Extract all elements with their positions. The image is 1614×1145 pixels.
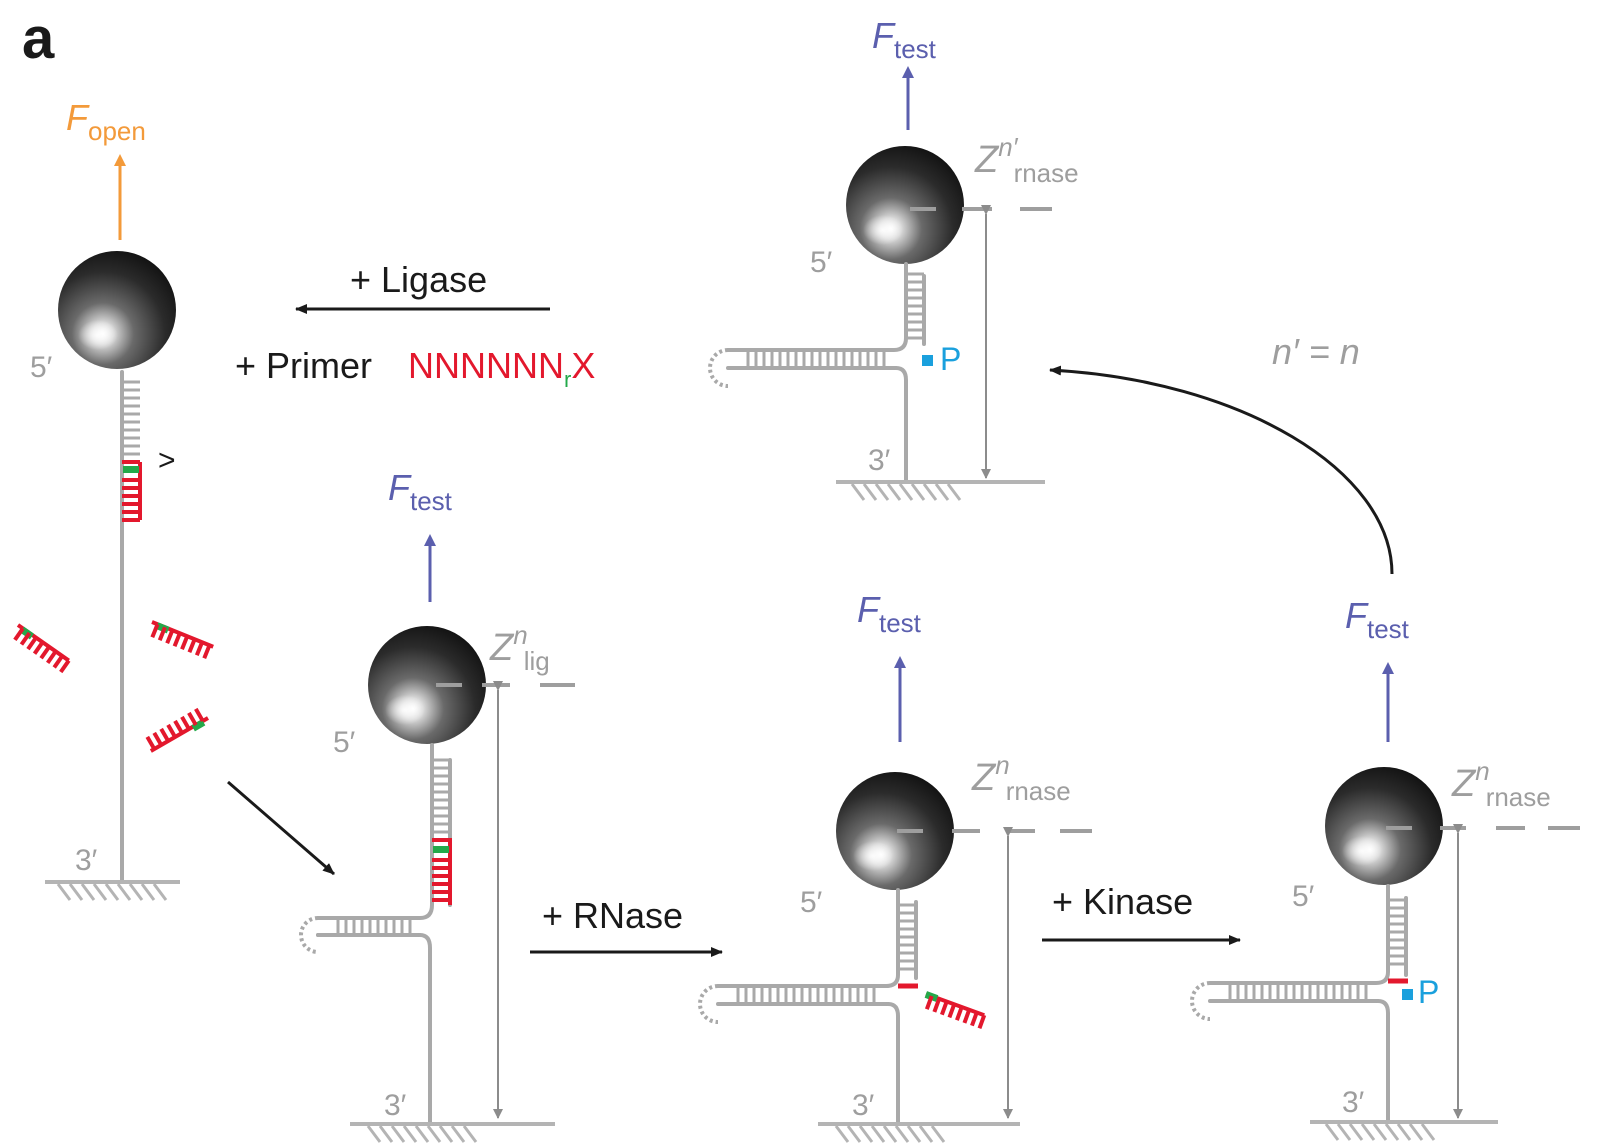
upper-strand	[716, 888, 900, 988]
free-primer-2	[150, 620, 214, 659]
bead	[836, 772, 954, 890]
vertical-stem-rungs	[898, 903, 916, 971]
five-prime-label: 5′	[30, 351, 53, 384]
bound-primer	[122, 460, 142, 522]
surface-hatching	[366, 1125, 478, 1143]
three-prime-label: 3′	[868, 444, 891, 477]
hairpin-loop	[708, 348, 729, 388]
hairpin-loop	[698, 984, 719, 1024]
phosphate-label: P	[1418, 974, 1439, 1010]
bead	[1325, 767, 1443, 885]
f-test-label: Ftest	[388, 467, 453, 516]
surface-hatching	[850, 483, 962, 501]
f-open-label: Fopen	[66, 97, 146, 146]
hairpin-loop	[299, 916, 319, 954]
tether-strand	[418, 933, 432, 1124]
surface-hatching	[834, 1125, 946, 1143]
gt-symbol: >	[158, 444, 176, 477]
to-ligated-arrow	[227, 780, 335, 876]
phosphate-label: P	[940, 341, 961, 377]
bead	[368, 626, 486, 744]
three-prime-label: 3′	[384, 1089, 407, 1122]
upper-strand	[1208, 884, 1390, 985]
horizontal-hairpin-rungs	[1228, 983, 1368, 1001]
three-prime-label: 3′	[852, 1089, 875, 1122]
f-test-label: Ftest	[857, 589, 922, 638]
horizontal-hairpin-rungs	[336, 918, 412, 935]
three-prime-label: 3′	[1342, 1086, 1365, 1119]
state-next-cycle: Ftest Zn′rnase 5′ P	[708, 15, 1079, 501]
bead-highlight	[853, 841, 893, 871]
rnase-label: + RNase	[542, 895, 683, 936]
vertical-stem-rungs	[1388, 898, 1406, 966]
five-prime-label: 5′	[333, 726, 356, 759]
surface-hatching	[1324, 1123, 1436, 1141]
phosphate-marker	[1402, 989, 1413, 1000]
vertical-stem-rungs	[906, 272, 924, 340]
panel-label: a	[22, 6, 55, 71]
upper-strand	[316, 743, 434, 920]
five-prime-label: 5′	[1292, 880, 1315, 913]
bead-highlight	[1342, 836, 1382, 866]
phosphate-marker	[922, 355, 933, 366]
hairpin-stem-rungs	[122, 380, 140, 456]
hairpin-loop	[1190, 981, 1211, 1021]
horizontal-hairpin-rungs	[736, 986, 876, 1004]
surface-hatching	[56, 883, 168, 901]
tether-strand	[1376, 999, 1390, 1124]
three-prime-label: 3′	[75, 844, 98, 877]
ligase-label: + Ligase	[350, 259, 487, 300]
bead-highlight	[863, 215, 903, 245]
z-rnase-label: Zn′rnase	[974, 132, 1079, 188]
kinase-label: + Kinase	[1052, 881, 1193, 922]
released-primer	[924, 991, 987, 1030]
f-test-label: Ftest	[1345, 595, 1410, 644]
tether-strand	[894, 366, 908, 482]
free-primer-3	[145, 707, 209, 753]
state-open-hairpin: Fopen 5′	[30, 97, 180, 901]
free-primer-1	[13, 623, 71, 674]
tether-strand	[886, 1002, 900, 1124]
primer-sequence: NNNNNNrX	[408, 345, 595, 392]
horizontal-hairpin-rungs	[746, 350, 886, 368]
vertical-stem-rungs	[432, 758, 450, 834]
five-prime-label: 5′	[800, 886, 823, 919]
five-prime-label: 5′	[810, 246, 833, 279]
equation-label: n′ = n	[1272, 331, 1360, 372]
bead	[846, 146, 964, 264]
f-test-label: Ftest	[872, 15, 937, 64]
cycle-arrow	[1049, 365, 1394, 575]
bead-highlight	[78, 320, 118, 350]
primer-label: + Primer	[235, 345, 372, 386]
bead-highlight	[385, 695, 425, 725]
bead	[58, 251, 176, 369]
ligated-primer	[432, 838, 452, 905]
